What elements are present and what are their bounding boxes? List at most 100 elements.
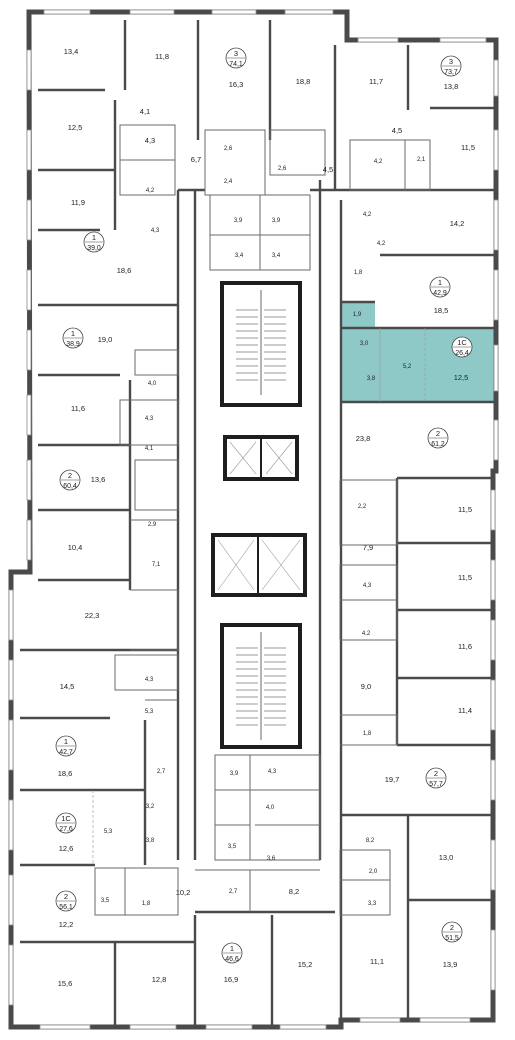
room-area: 2,2 [358,504,367,510]
room-area: 2,4 [224,179,233,185]
room-area: 3,8 [367,376,376,382]
elevator-block-upper [223,435,299,481]
apartment-type: 2 [450,923,454,932]
apartment-area: 46,6 [225,956,239,963]
room-area: 3,5 [228,844,237,850]
room-area: 3,4 [272,253,281,259]
room-area: 3,9 [234,218,243,224]
room-area: 11,5 [458,505,472,514]
apartment-label[interactable]: 1 38,9 [62,327,84,349]
room-area: 22,3 [85,611,100,620]
room-area: 2,7 [229,889,238,895]
apartment-area: 73,7 [444,69,458,76]
room-area: 4,3 [145,136,155,145]
room-area: 4,3 [363,583,372,589]
room-area: 2,1 [417,157,426,163]
room-area: 7,1 [152,562,161,568]
room-area: 10,4 [68,543,83,552]
room-labels: 13,4 11,8 16,3 18,8 11,7 13,8 4,1 12,5 4… [58,47,475,988]
apartment-area: 39,0 [87,245,101,252]
apartment-label[interactable]: 2 56,1 [55,890,77,912]
room-area: 2,9 [148,522,157,528]
apartment-label[interactable]: 2 57,7 [425,767,447,789]
room-area: 19,7 [385,775,400,784]
stair-core-upper [220,281,302,407]
room-area: 19,0 [98,335,113,344]
room-area: 4,2 [377,241,386,247]
room-area: 14,5 [60,682,75,691]
apartment-label[interactable]: 3 74,1 [225,47,247,69]
apartment-area: 74,1 [229,61,243,68]
apartment-type: 1 [438,278,442,287]
room-area: 11,1 [370,957,384,966]
room-area: 1,9 [353,312,362,318]
apartment-type: 3 [449,57,453,66]
apartment-area: 42,9 [433,290,447,297]
apartment-labels: 3 74,1 3 73,7 1 39,0 1 42,9 1 38,9 [55,47,473,964]
highlighted-apartment[interactable] [341,302,497,402]
apartment-area: 51,5 [445,935,459,942]
room-area: 4,2 [146,188,155,194]
room-area: 11,7 [369,77,383,86]
apartment-area: 42,7 [59,749,73,756]
room-area: 3,8 [146,838,155,844]
room-area: 2,6 [224,146,233,152]
apartment-label[interactable]: 1С 27,6 [55,812,77,834]
room-area: 4,2 [362,631,371,637]
outer-wall [8,9,499,1030]
room-area: 4,3 [145,416,154,422]
room-area: 2,6 [278,166,287,172]
apartment-label[interactable]: 1 46,6 [221,942,243,964]
room-area: 3,3 [368,901,377,907]
room-area: 15,6 [58,979,73,988]
room-area: 3,6 [267,856,276,862]
room-area: 1,8 [354,270,363,276]
room-area: 5,3 [145,709,154,715]
room-area: 11,5 [458,573,472,582]
apartment-label[interactable]: 2 51,5 [441,921,463,943]
room-area: 4,3 [151,228,160,234]
elevator-block-lower [211,533,307,597]
partitions [92,124,431,916]
apartment-area: 57,7 [429,781,443,788]
apartment-label[interactable]: 1С 26,4 [451,336,473,358]
room-area: 5,2 [403,364,412,370]
room-area: 12,8 [152,975,167,984]
apartment-label[interactable]: 1 42,7 [55,735,77,757]
room-area: 13,4 [64,47,79,56]
room-area: 13,8 [444,82,459,91]
apartment-area: 26,4 [455,350,469,357]
room-area: 11,5 [461,143,475,152]
highlight-main [341,328,497,402]
windows [8,9,499,1030]
apartment-area: 56,1 [59,904,73,911]
apartment-label[interactable]: 3 73,7 [440,55,462,77]
room-area: 4,5 [323,165,333,174]
room-area: 18,5 [434,306,449,315]
room-area: 4,5 [392,126,402,135]
room-area: 5,3 [104,829,113,835]
room-area: 4,0 [266,805,275,811]
apartment-label[interactable]: 2 61,2 [427,427,449,449]
apartment-type: 1 [92,233,96,242]
apartment-area: 38,9 [66,341,80,348]
room-area: 15,2 [298,960,313,969]
room-area: 3,5 [101,898,110,904]
room-area: 7,9 [363,543,373,552]
room-area: 1,8 [142,901,151,907]
room-area: 11,4 [458,706,472,715]
room-area: 4,2 [374,159,383,165]
apartment-label[interactable]: 2 60,4 [59,469,81,491]
room-area: 3,4 [235,253,244,259]
apartment-area: 61,2 [431,441,445,448]
room-area: 16,9 [224,975,239,984]
room-area: 4,2 [363,212,372,218]
room-area: 4,3 [268,769,277,775]
apartment-type: 1 [64,737,68,746]
room-area: 12,5 [454,373,469,382]
room-area: 18,8 [296,77,311,86]
apartment-label[interactable]: 1 42,9 [429,276,451,298]
apartment-label[interactable]: 1 39,0 [83,231,105,253]
apartment-type: 2 [64,892,68,901]
room-area: 23,8 [356,434,371,443]
